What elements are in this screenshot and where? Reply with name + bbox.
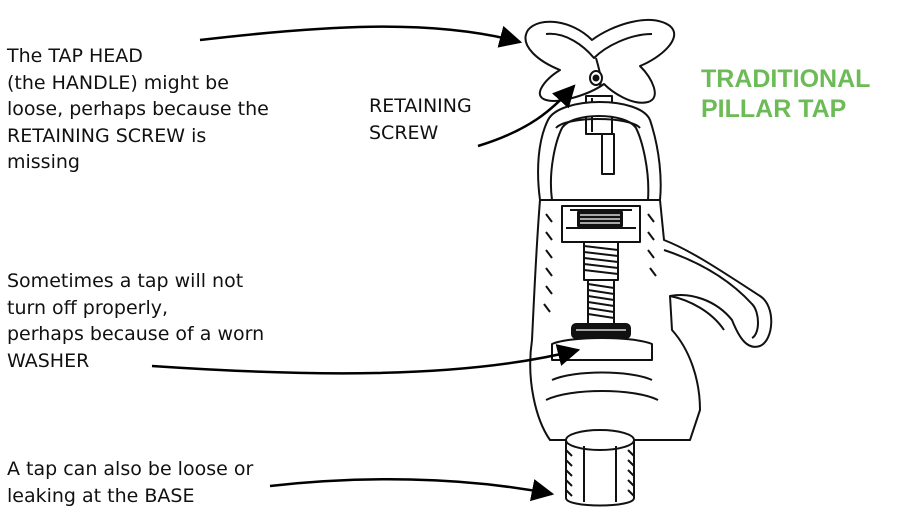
callout-base: A tap can also be loose or leaking at th… xyxy=(7,456,253,509)
tap-base xyxy=(566,430,634,506)
leader-line-tap-head xyxy=(200,27,520,42)
callout-tap-head-line: RETAINING SCREW is xyxy=(7,123,269,150)
diagram-title: TRADITIONAL PILLAR TAP xyxy=(701,64,870,124)
tap-handle xyxy=(526,20,675,103)
callout-washer-line: perhaps because of a worn xyxy=(7,321,264,348)
callout-tap-head-line: The TAP HEAD xyxy=(7,43,269,70)
callout-retaining-screw-line: SCREW xyxy=(369,120,472,147)
callout-washer-line: Sometimes a tap will not xyxy=(7,268,264,295)
tap-body xyxy=(530,102,771,440)
leader-line-base xyxy=(270,479,552,494)
callout-washer: Sometimes a tap will not turn off proper… xyxy=(7,268,264,374)
callout-tap-head-line: (the HANDLE) might be xyxy=(7,70,269,97)
callout-tap-head: The TAP HEAD (the HANDLE) might be loose… xyxy=(7,43,269,176)
callout-washer-line: WASHER xyxy=(7,348,264,375)
title-line-2: PILLAR TAP xyxy=(701,94,870,124)
title-line-1: TRADITIONAL xyxy=(701,64,870,94)
callout-tap-head-line: missing xyxy=(7,149,269,176)
callout-washer-line: turn off properly, xyxy=(7,295,264,322)
callout-base-line: A tap can also be loose or xyxy=(7,456,253,483)
callout-tap-head-line: loose, perhaps because the xyxy=(7,96,269,123)
callout-retaining-screw: RETAINING SCREW xyxy=(369,93,472,146)
callout-retaining-screw-line: RETAINING xyxy=(369,93,472,120)
callout-base-line: leaking at the BASE xyxy=(7,483,253,510)
